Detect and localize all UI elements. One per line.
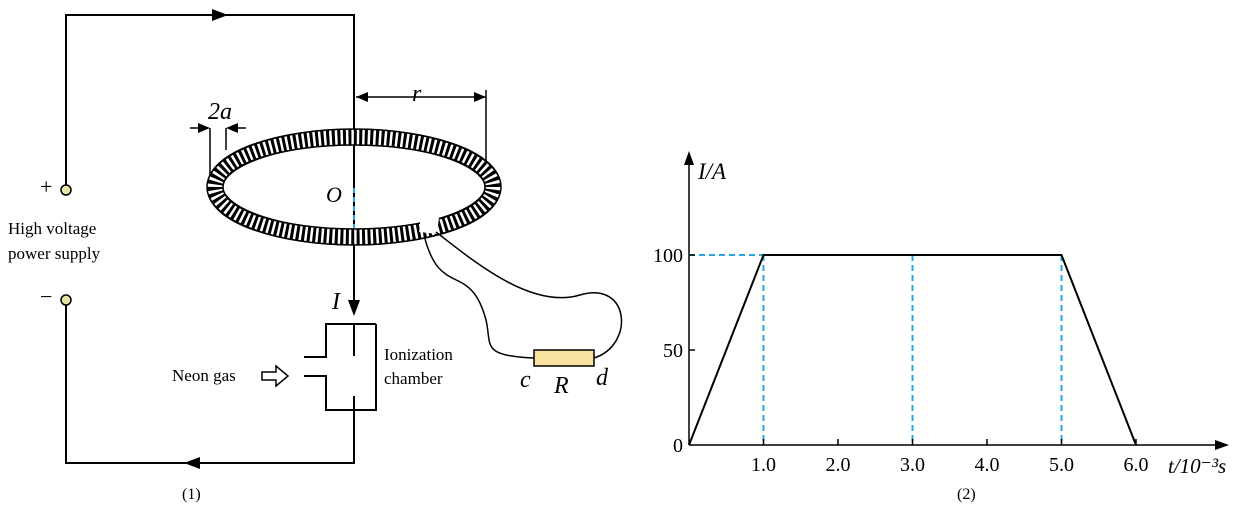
- current-time-graph: 1.0 2.0 3.0 4.0 5.0 6.0 0 50 100: [653, 151, 1229, 476]
- y-tick-label: 0: [673, 435, 683, 457]
- label-2a: 2a: [208, 99, 232, 125]
- arrow-left-icon: [184, 457, 200, 469]
- neon-gas-label: Neon gas: [172, 366, 236, 385]
- power-supply-label-line2: power supply: [8, 244, 101, 263]
- y-tick-label: 50: [663, 340, 683, 362]
- x-axis-arrow-icon: [1215, 440, 1229, 450]
- power-supply-label-line1: High voltage: [8, 219, 97, 238]
- toroid-coil: [206, 128, 502, 246]
- x-tick-label: 1.0: [751, 454, 776, 476]
- x-tick-label: 2.0: [826, 454, 851, 476]
- positive-terminal: [60, 184, 72, 196]
- label-I: I: [332, 289, 340, 315]
- dimension-2a: [190, 127, 246, 190]
- resistor-R: [533, 349, 595, 367]
- arrow-right-icon: [212, 9, 228, 21]
- negative-terminal: [60, 294, 72, 306]
- top-wire: [65, 14, 355, 230]
- label-d: d: [596, 365, 608, 391]
- minus-sign: −: [40, 284, 53, 309]
- current-trace: [688, 254, 1137, 446]
- coil-lead-d: [435, 231, 623, 359]
- arrow-down-icon: [348, 300, 360, 316]
- bottom-wire: [65, 304, 355, 464]
- x-tick-label: 6.0: [1124, 454, 1149, 476]
- y-tick-labels: 0 50 100: [653, 245, 683, 457]
- gas-inlet-arrow-icon: [261, 364, 290, 388]
- y-axis-label: I/A: [698, 159, 727, 184]
- caption-1: (1): [182, 486, 201, 503]
- x-tick-label: 4.0: [975, 454, 1000, 476]
- label-O: O: [326, 182, 342, 207]
- plus-sign: +: [40, 174, 53, 199]
- ionization-chamber: [304, 323, 377, 411]
- guide-lines: [689, 254, 1063, 445]
- label-R: R: [554, 373, 569, 399]
- x-tick-label: 3.0: [900, 454, 925, 476]
- x-tick-labels: 1.0 2.0 3.0 4.0 5.0 6.0: [751, 454, 1149, 476]
- coil-lead-c: [423, 234, 535, 359]
- y-axis-arrow-icon: [684, 151, 694, 165]
- x-axis-label: t/10⁻³s: [1168, 454, 1227, 478]
- label-c: c: [520, 367, 531, 393]
- label-r: r: [412, 81, 422, 107]
- chamber-label-line1: Ionization: [384, 345, 453, 364]
- x-tick-label: 5.0: [1049, 454, 1074, 476]
- tick-marks: [689, 254, 1137, 445]
- chamber-label-line2: chamber: [384, 369, 443, 388]
- circuit-diagram: [60, 9, 623, 469]
- y-tick-label: 100: [653, 245, 683, 267]
- caption-2: (2): [957, 486, 976, 503]
